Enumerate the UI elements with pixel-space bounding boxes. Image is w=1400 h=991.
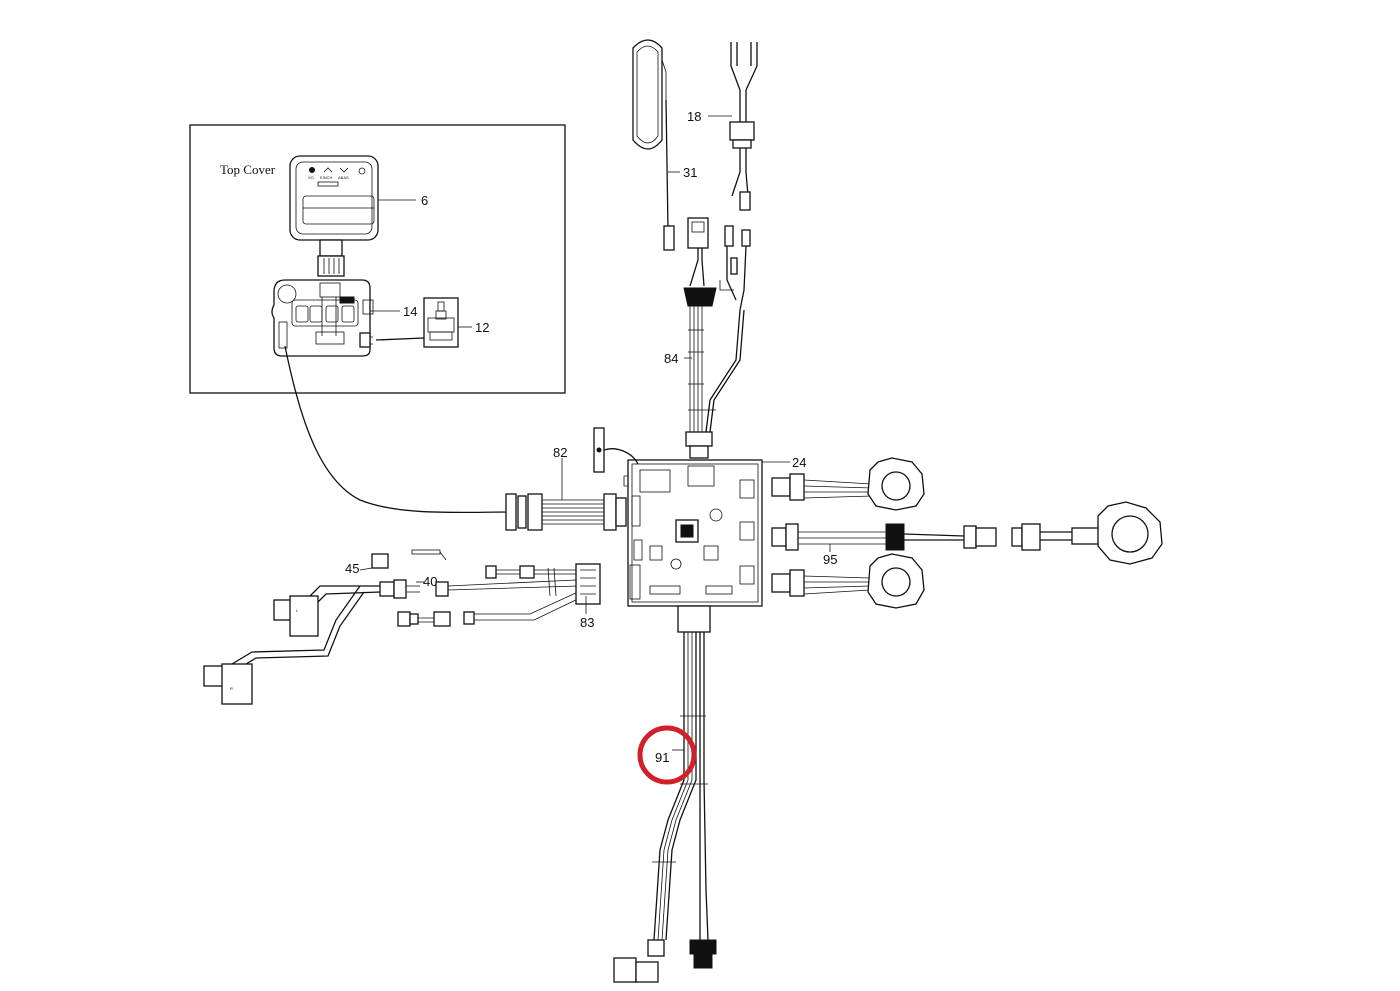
callout-24: 24 — [792, 455, 806, 470]
callout-18: 18 — [687, 109, 701, 124]
harness-83 — [397, 563, 601, 627]
part-12-switch — [375, 297, 459, 348]
callout-31: 31 — [683, 165, 697, 180]
switch-l-label: L — [296, 608, 299, 613]
harness-84-assembly — [632, 39, 758, 459]
control-panel: XO EINCH ABAS — [289, 155, 379, 277]
callout-83: 83 — [580, 615, 594, 630]
inset-frame — [189, 124, 566, 394]
callout-91: 91 — [655, 750, 669, 765]
svg-text:ABAS: ABAS — [338, 175, 349, 180]
control-board — [271, 279, 374, 357]
switch-harness-40: L R — [203, 549, 447, 705]
harness-82 — [505, 458, 627, 531]
callout-45: 45 — [345, 561, 359, 576]
top-cover-inset: Top Cover XO EINCH ABAS — [189, 124, 566, 394]
svg-text:EINCH: EINCH — [320, 175, 333, 180]
motor-harness-95 — [771, 457, 1163, 609]
callout-6: 6 — [421, 193, 428, 208]
bracket-sensor — [593, 427, 639, 473]
inset-cable — [284, 345, 511, 514]
highlight-circle — [637, 725, 697, 785]
callout-95: 95 — [823, 552, 837, 567]
svg-text:XO: XO — [308, 175, 314, 180]
inset-title: Top Cover — [220, 162, 276, 177]
callout-84: 84 — [664, 351, 678, 366]
callout-14: 14 — [403, 304, 417, 319]
harness-91 — [613, 632, 717, 983]
switch-r-label: R — [230, 686, 233, 691]
callout-12: 12 — [475, 320, 489, 335]
callout-40: 40 — [423, 574, 437, 589]
main-control-box — [623, 459, 790, 633]
callout-82: 82 — [553, 445, 567, 460]
